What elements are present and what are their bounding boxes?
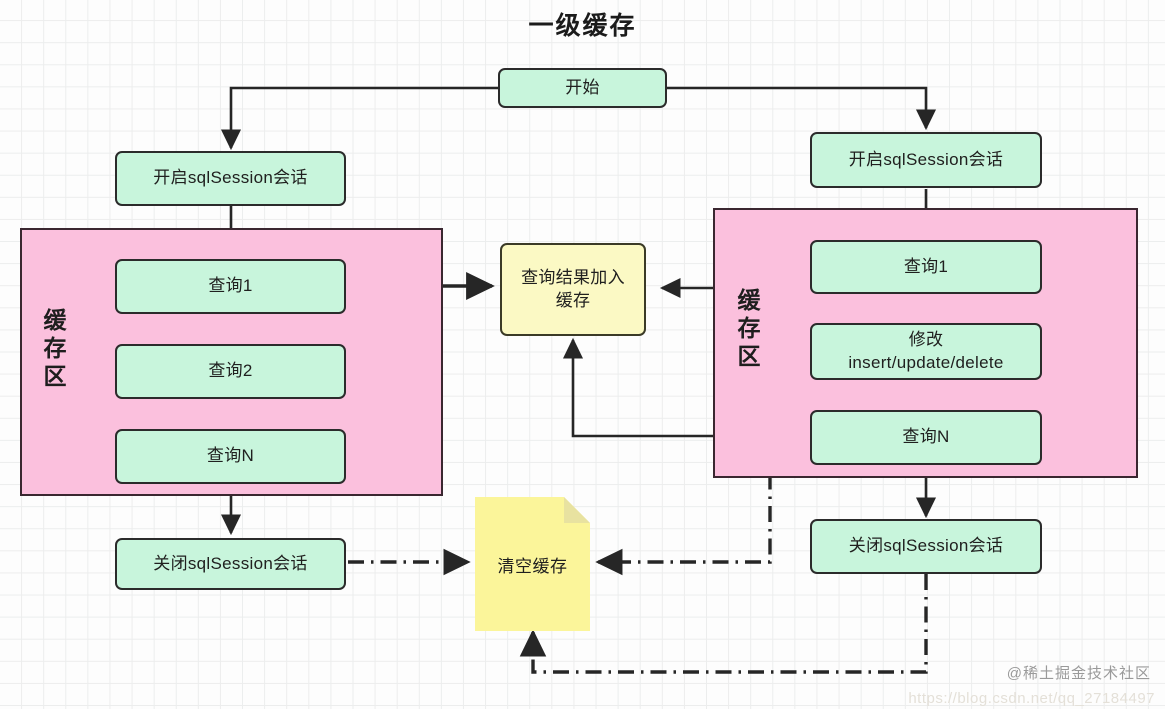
node-start-label: 开始 — [565, 77, 600, 97]
node-right-close-session-label: 关闭sqlSession会话 — [848, 536, 1004, 556]
edge-start-to-left — [220, 86, 498, 151]
node-right-close-session[interactable]: 关闭sqlSession会话 — [810, 519, 1042, 574]
region-right-cache-label: 缓存区 — [734, 288, 760, 372]
node-left-close-session-label: 关闭sqlSession会话 — [153, 553, 308, 573]
node-left-open-session-label: 开启sqlSession会话 — [153, 168, 308, 188]
node-start[interactable]: 开始 — [498, 68, 667, 108]
watermark: @稀土掘金技术社区 — [1006, 665, 1151, 682]
node-left-query2[interactable]: 查询2 — [115, 344, 346, 399]
page-title: 一级缓存 — [528, 12, 637, 40]
node-right-queryN[interactable]: 查询N — [810, 410, 1042, 465]
node-right-modify-label-line1: 修改 — [908, 330, 944, 350]
node-right-open-session[interactable]: 开启sqlSession会话 — [810, 132, 1042, 188]
node-left-queryN[interactable]: 查询N — [115, 429, 346, 484]
edge-start-to-right — [667, 86, 937, 131]
node-cache-add-label-line1: 查询结果加入 — [521, 268, 625, 288]
region-left-cache-label: 缓存区 — [40, 308, 66, 392]
node-clear-cache-label: 清空缓存 — [497, 556, 568, 576]
node-left-query1[interactable]: 查询1 — [115, 259, 346, 314]
node-right-modify[interactable]: 修改 insert/update/delete — [810, 323, 1042, 380]
node-right-query1-label: 查询1 — [903, 256, 949, 276]
node-left-open-session[interactable]: 开启sqlSession会话 — [115, 151, 346, 206]
node-cache-add-label-line2: 缓存 — [555, 290, 591, 310]
node-left-queryN-label: 查询N — [206, 446, 255, 466]
node-right-queryN-label: 查询N — [902, 427, 950, 447]
note-fold-corner — [564, 497, 590, 523]
node-left-close-session[interactable]: 关闭sqlSession会话 — [115, 538, 346, 590]
node-right-query1[interactable]: 查询1 — [810, 240, 1042, 294]
edge-right-close-to-clear — [519, 574, 928, 674]
node-left-query2-label: 查询2 — [208, 361, 253, 381]
node-cache-add[interactable]: 查询结果加入 缓存 — [500, 243, 646, 336]
watermark-url: https://blog.csdn.net/qq_27184497 — [908, 690, 1155, 707]
node-right-open-session-label: 开启sqlSession会话 — [848, 149, 1004, 169]
node-left-query1-label: 查询1 — [208, 276, 253, 296]
node-right-modify-label-line2: insert/update/delete — [848, 352, 1004, 372]
